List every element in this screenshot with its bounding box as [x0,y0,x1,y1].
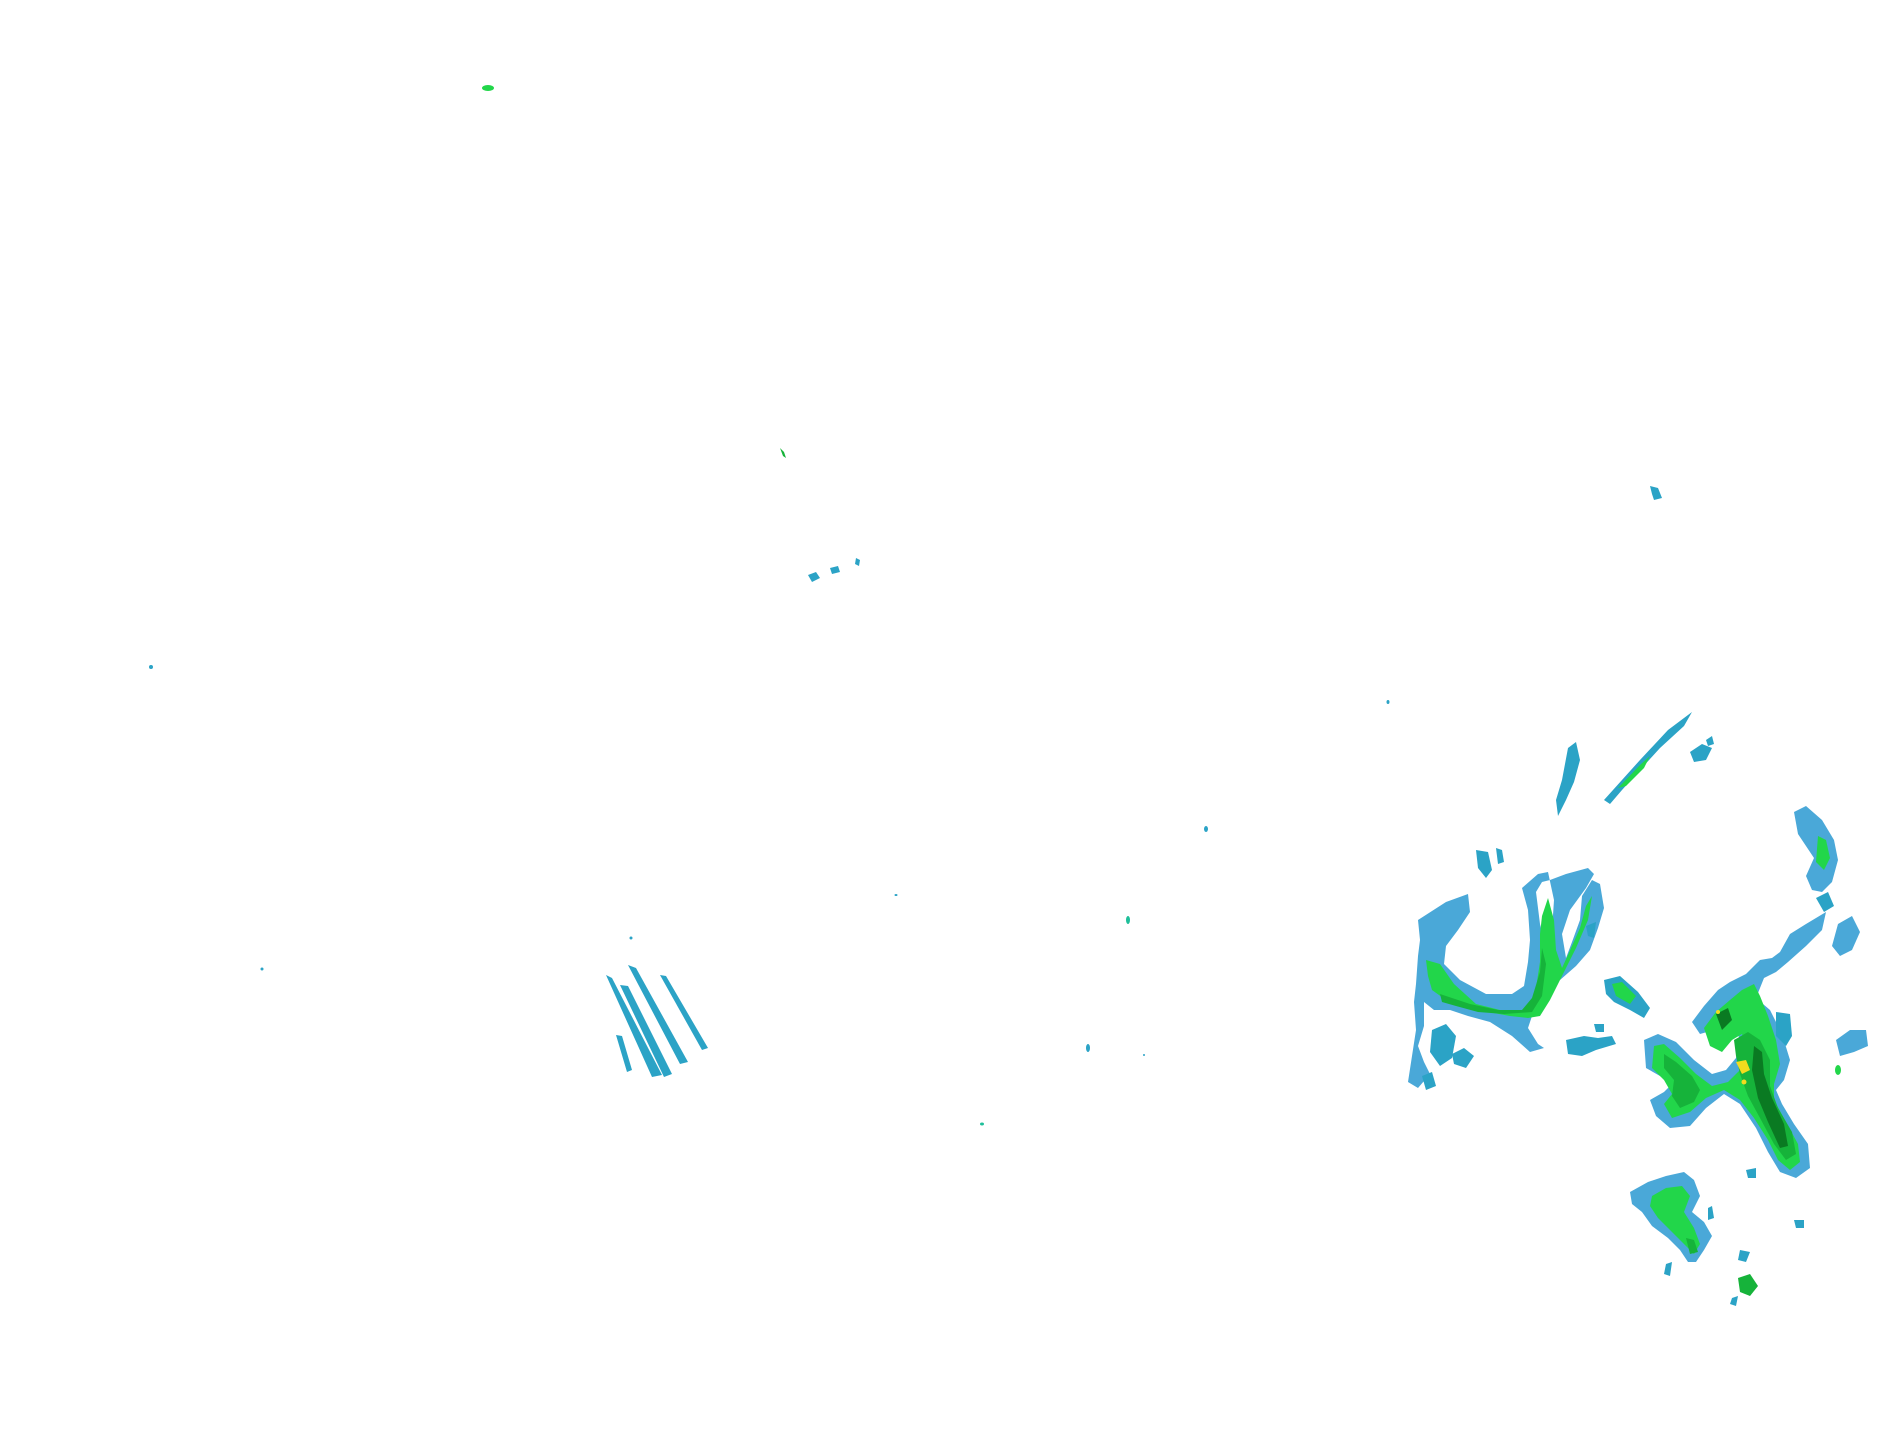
echo-cell [1794,1220,1804,1228]
echo-cell [1738,1274,1758,1296]
echo-cell [808,572,820,582]
echo-region-intense [1664,1054,1700,1108]
echo-cell [894,894,898,896]
echo-cell [1706,736,1714,746]
echo-region-core [1816,836,1830,870]
echo-streak [620,985,672,1077]
echo-region-dark [1752,1046,1788,1148]
echo-cell-heavy [1736,1060,1750,1074]
echo-cell [1496,848,1504,864]
echo-cell [830,566,840,574]
echo-cell [1690,744,1712,762]
echo-cell [1836,1030,1868,1056]
echo-cell [1204,826,1208,832]
echo-band [1556,742,1580,816]
echo-cell [1386,700,1390,704]
echo-cell [1126,916,1130,924]
echo-cell [1664,1262,1672,1276]
echo-region [1794,806,1838,892]
echo-streak [660,975,708,1050]
echo-cell [980,1122,984,1126]
echo-cell [1143,1054,1145,1056]
echo-cell [149,665,153,669]
echo-streak [606,975,662,1077]
echo-cell-core [1612,982,1636,1004]
echo-region-dark [1716,1008,1732,1030]
echo-cell [1086,1044,1090,1052]
echo-cell [482,85,494,91]
echo-cell [260,967,264,971]
echo-region [1408,868,1604,1088]
echo-cell [1594,1024,1604,1032]
echo-cell [629,936,633,940]
echo-cell [1835,1065,1841,1075]
echo-streak [616,1035,632,1072]
echo-cell [1566,1036,1616,1056]
echo-cell-heavy [1716,1010,1720,1014]
isolated-echoes-central [894,486,1662,1126]
echo-cell [1650,486,1662,500]
echo-streak [628,965,688,1064]
echo-cell [1452,1048,1474,1068]
echo-cell [1586,922,1596,938]
echo-region-intense [1686,1238,1698,1254]
echo-cell [1738,1250,1750,1262]
echo-cell [1832,916,1860,956]
echo-cell [780,448,786,458]
echo-cell [1422,1072,1436,1090]
isolated-echoes-northwest [149,85,860,971]
echo-cell [1430,1024,1456,1066]
echo-cell [1730,1296,1738,1306]
radial-clutter-streaks [606,965,708,1077]
echo-cell [1746,1168,1756,1178]
echo-cell-heavy [1741,1079,1747,1085]
echo-band-core [1618,756,1650,788]
echo-cell [1476,850,1492,878]
storm-complex-southeast [1408,712,1868,1306]
echo-cell [1708,1206,1714,1220]
echo-cell [1816,892,1834,912]
echo-region-core [1650,1186,1700,1254]
echo-cell [855,558,860,566]
echo-region-core [1426,896,1592,1018]
echo-cell [1776,1012,1792,1046]
